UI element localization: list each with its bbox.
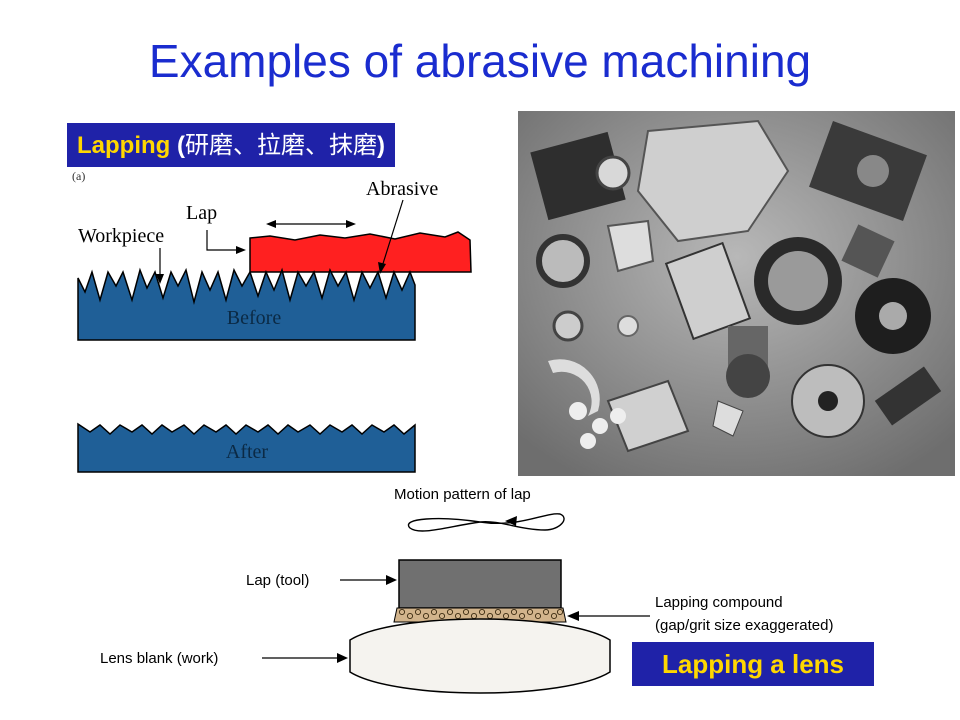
after-label: After (226, 441, 269, 463)
lens-blank-leader-head (337, 653, 348, 663)
part-round-plate-hub (818, 391, 838, 411)
part-shaft-flange (726, 354, 770, 398)
lens-lap-tool (398, 559, 562, 609)
lens-blank-label: Lens blank (work) (100, 650, 218, 667)
lap-leader (206, 230, 240, 251)
lap-leader-head (236, 246, 246, 254)
lapping-close-paren: ) (377, 132, 385, 159)
lap-label: Lap (186, 202, 217, 224)
part-block (530, 131, 626, 221)
part-housing-bore (857, 155, 889, 187)
abrasive-label: Abrasive (366, 178, 438, 200)
lap-tool-leader-head (386, 575, 397, 585)
part-crescent (548, 359, 600, 416)
part-lens-2 (592, 418, 608, 434)
lap-motion-arrowhead-right (346, 220, 356, 228)
lens-blank (349, 618, 611, 694)
workpiece-before (77, 267, 416, 341)
lapping-word: Lapping (77, 132, 171, 159)
part-angle-plate (606, 379, 690, 453)
slide-title: Examples of abrasive machining (148, 35, 812, 87)
lapping-label: Lapping (研磨、拉磨、抹磨) (67, 123, 395, 167)
part-lens-3 (610, 408, 626, 424)
part-washer (552, 310, 584, 342)
workpiece-leader-head (156, 274, 164, 284)
abrasive-pointer-head (378, 262, 386, 274)
workpiece-label: Workpiece (78, 225, 164, 247)
part-plate (636, 119, 790, 243)
part-gear (595, 155, 631, 191)
abrasive-pointer (380, 199, 404, 271)
before-label: Before (227, 307, 282, 329)
part-lens-1 (569, 402, 587, 420)
lapping-open-paren: ( (170, 132, 185, 159)
part-disc-center (879, 302, 907, 330)
lap-motion-arrowhead-left (266, 220, 276, 228)
compound-leader-head (567, 611, 579, 621)
part-shaft-right (874, 366, 942, 426)
motion-pattern-arrowhead (505, 516, 517, 526)
part-bracket (606, 219, 655, 273)
motion-pattern-label: Motion pattern of lap (394, 486, 531, 503)
lapping-a-lens-caption: Lapping a lens (632, 642, 874, 686)
lapping-compound-note: (gap/grit size exaggerated) (655, 617, 833, 634)
part-lens-4 (580, 433, 596, 449)
part-clip (712, 400, 744, 437)
part-small-block (841, 224, 895, 278)
part-ring (536, 234, 590, 288)
lapping-compound-label: Lapping compound (655, 594, 783, 611)
lapping-before-after-diagram: (a) Abrasive Lap Workpiece Before After (72, 169, 472, 473)
motion-pattern-path (407, 513, 565, 532)
diagram-corner-label: (a) (72, 169, 85, 183)
lap-block (249, 231, 472, 273)
lapped-parts-photo (518, 111, 955, 476)
part-large-ring-inner (768, 251, 828, 311)
lapping-chinese-terms: 研磨、拉磨、抹磨 (185, 131, 377, 159)
part-slotted-block (664, 241, 752, 341)
lap-tool-label: Lap (tool) (246, 572, 309, 589)
part-small-washer (617, 315, 639, 337)
lapped-parts-illustration (518, 111, 955, 476)
lapping-compound-grit (398, 608, 564, 620)
workpiece-after (77, 422, 416, 473)
